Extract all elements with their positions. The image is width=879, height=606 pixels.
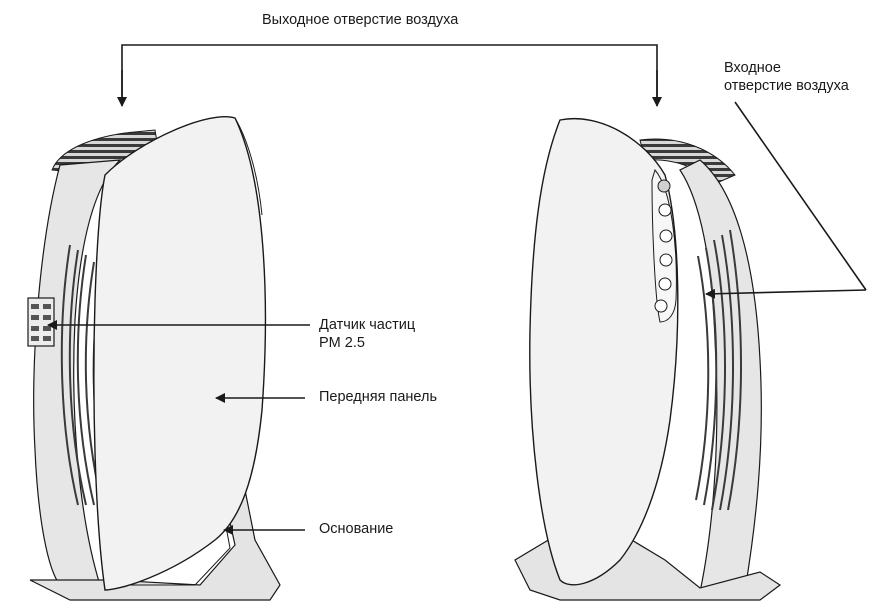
pm-sensor-label-1: Датчик частиц xyxy=(319,317,415,334)
pm-sensor-window xyxy=(28,298,54,346)
timer-button-icon xyxy=(660,230,672,242)
mode-button-icon xyxy=(659,204,671,216)
pm-sensor-label-2: PM 2.5 xyxy=(319,335,365,352)
speed-button-icon xyxy=(659,278,671,290)
lock-button-icon xyxy=(655,300,667,312)
rear-shell-right xyxy=(680,160,761,592)
fan-button-icon xyxy=(660,254,672,266)
power-button-icon xyxy=(658,180,670,192)
outlet-bracket xyxy=(122,45,657,104)
purifier-side-view xyxy=(515,119,780,600)
inlet-leader xyxy=(735,102,866,290)
air-inlet-label-1: Входное xyxy=(724,60,781,77)
air-inlet-label-2: отверстие воздуха xyxy=(724,78,849,95)
air-outlet-label: Выходное отверстие воздуха xyxy=(262,12,458,29)
front-panel-label: Передняя панель xyxy=(319,389,437,406)
purifier-front-view xyxy=(28,117,280,600)
base-label: Основание xyxy=(319,521,393,538)
